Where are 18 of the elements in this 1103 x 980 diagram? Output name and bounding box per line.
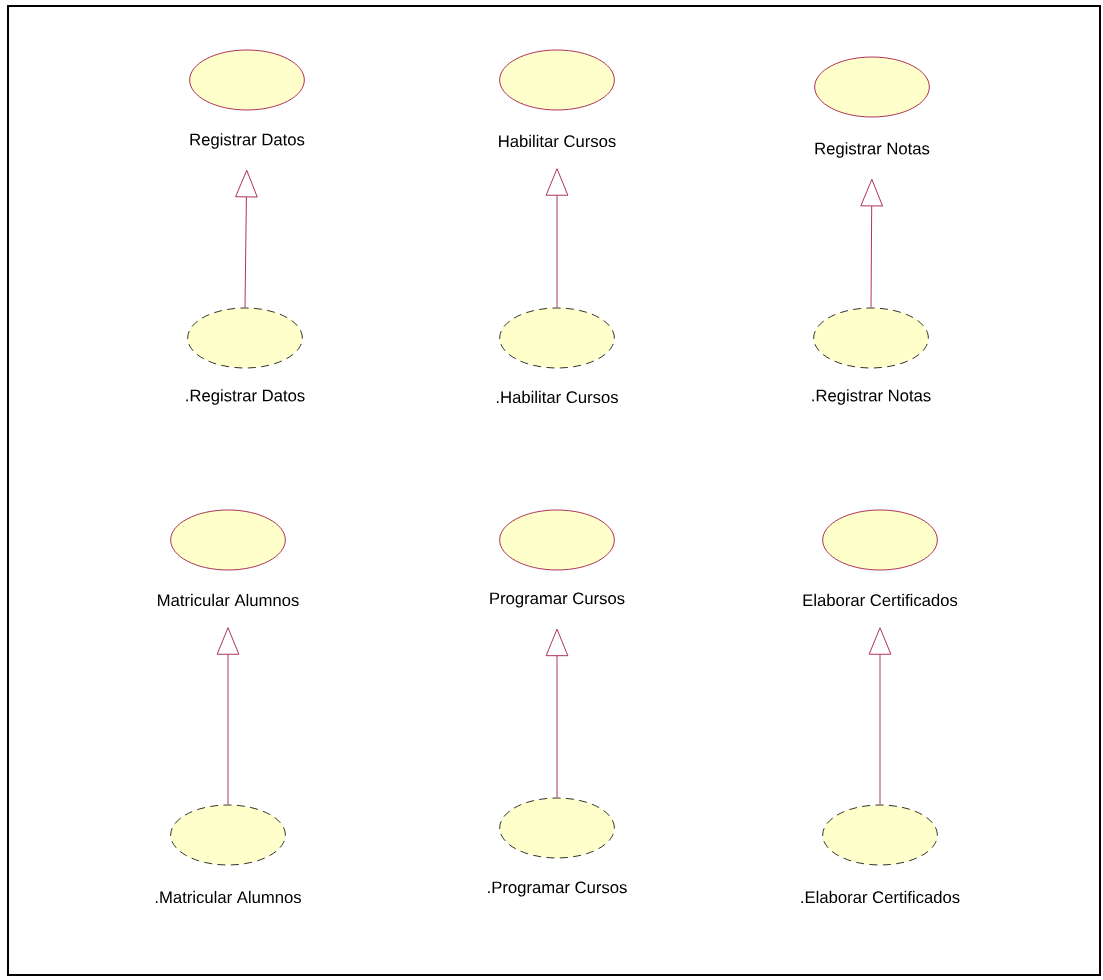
use-case-label: Elaborar Certificados bbox=[803, 593, 958, 607]
use-case-label: Programar Cursos bbox=[490, 592, 625, 608]
use-case-label: Registrar Notas bbox=[815, 142, 930, 158]
use-case-label: .Registrar Datos bbox=[186, 389, 305, 405]
use-case-label: .Programar Cursos bbox=[488, 881, 627, 897]
generalization-arrow bbox=[545, 168, 569, 308]
generalization-arrow bbox=[545, 628, 569, 798]
generalization-arrow bbox=[216, 627, 240, 805]
generalization-arrow bbox=[868, 627, 892, 805]
use-case-label: Registrar Datos bbox=[190, 133, 305, 149]
use-case-label: Matricular Alumnos bbox=[158, 593, 299, 607]
use-case-label: .Habilitar Cursos bbox=[496, 390, 618, 404]
use-case-label: Habilitar Cursos bbox=[499, 134, 616, 148]
generalization-arrow bbox=[860, 178, 883, 308]
use-case-label: .Matricular Alumnos bbox=[155, 890, 301, 904]
use-case-label: .Registrar Notas bbox=[812, 389, 931, 405]
generalization-arrow bbox=[235, 169, 258, 308]
use-case-label: .Elaborar Certificados bbox=[801, 890, 960, 904]
